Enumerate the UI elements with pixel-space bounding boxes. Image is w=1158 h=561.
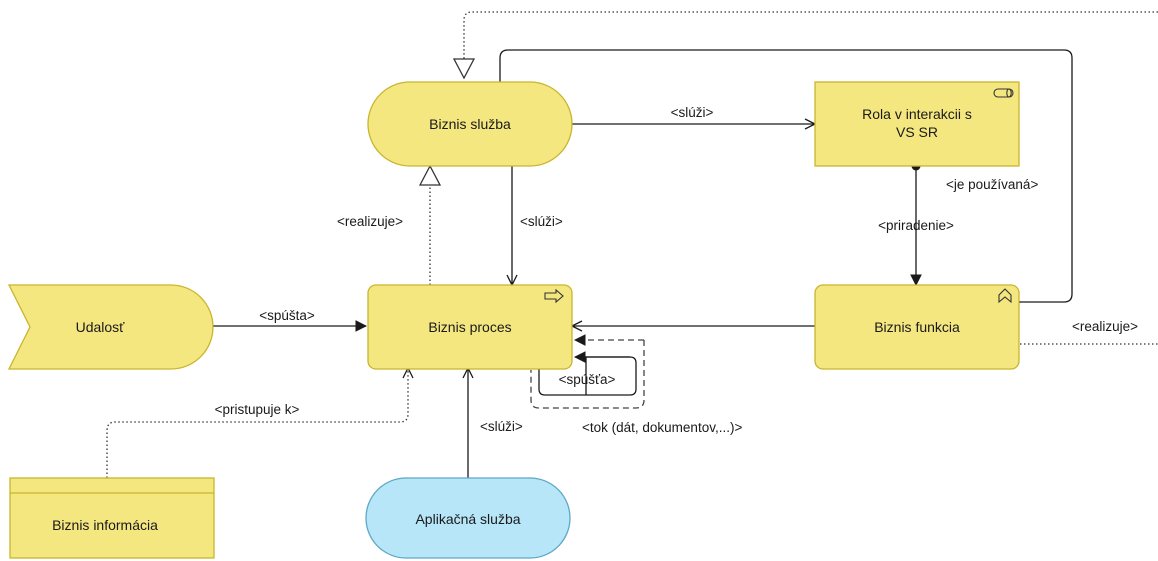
node-rola[interactable]: Rola v interakcii s VS SR xyxy=(814,81,1020,167)
edge-label-sluzi-mid: <slúži> xyxy=(520,214,563,229)
edge-label-sluzi-bottom: <slúži> xyxy=(480,419,523,434)
edge-label-tok: <tok (dát, dokumentov,...)> xyxy=(582,420,742,435)
biznis-proces-label: Biznis proces xyxy=(428,319,511,335)
aplikacna-sluzba-label: Aplikačná služba xyxy=(415,511,520,527)
biznis-funkcia-shape xyxy=(814,284,1020,370)
role-cylinder-icon xyxy=(993,88,1014,98)
node-biznis-sluzba[interactable]: Biznis služba xyxy=(367,81,573,167)
node-biznis-funkcia[interactable]: Biznis funkcia xyxy=(814,284,1020,370)
node-biznis-informacia[interactable]: Biznis informácia xyxy=(9,477,215,559)
edge-label-priradenie: <priradenie> xyxy=(878,218,954,233)
edge-label-realizuje-left: <realizuje> xyxy=(337,214,403,229)
edge-spusta-loop-box xyxy=(538,356,637,396)
edge-label-je-pouzivana: <je používaná> xyxy=(946,177,1038,192)
rola-shape xyxy=(814,81,1020,167)
node-aplikacna-sluzba[interactable]: Aplikačná služba xyxy=(365,477,571,559)
edge-realizuje-funkcia-sluzba[interactable] xyxy=(464,11,1158,78)
edge-label-pristupuje-k: <pristupuje k> xyxy=(215,402,300,417)
edge-pristupuje-k[interactable] xyxy=(107,368,408,478)
udalost-label: Udalosť xyxy=(76,319,126,335)
function-chevron-icon xyxy=(998,288,1012,304)
node-biznis-proces[interactable]: Biznis proces xyxy=(367,284,573,370)
udalost-shape xyxy=(7,284,214,370)
aplikacna-sluzba-shape xyxy=(365,477,571,559)
node-udalost[interactable]: Udalosť xyxy=(7,284,214,370)
biznis-sluzba-shape xyxy=(367,81,573,167)
process-arrow-icon xyxy=(544,288,564,304)
edge-label-spusta-loop: <spúšťa> xyxy=(559,372,616,387)
biznis-informacia-label: Biznis informácia xyxy=(52,517,158,533)
edge-label-realizuje-right: <realizuje> xyxy=(1072,319,1138,334)
rola-label-line1: Rola v interakcii s xyxy=(862,106,972,122)
biznis-proces-shape xyxy=(367,284,573,370)
edge-label-spusta-left: <spúšta> xyxy=(259,308,315,323)
biznis-sluzba-label: Biznis služba xyxy=(429,116,511,132)
edge-je-pouzivana[interactable] xyxy=(499,49,1073,302)
rola-label-line2: VS SR xyxy=(896,124,938,140)
biznis-informacia-shape xyxy=(9,477,215,559)
edge-label-sluzi-top: <slúži> xyxy=(671,105,714,120)
biznis-funkcia-label: Biznis funkcia xyxy=(874,319,960,335)
edge-tok-loop-box xyxy=(530,340,645,409)
